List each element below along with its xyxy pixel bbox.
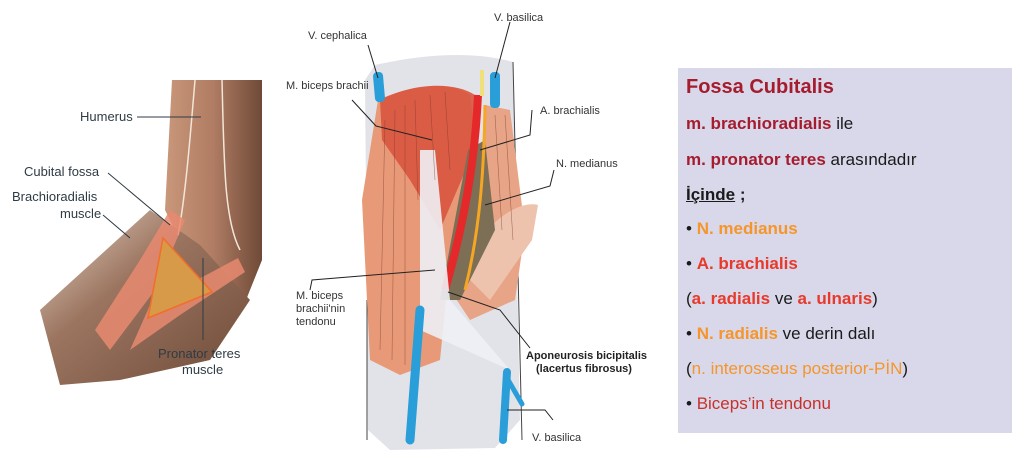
line2-rest: arasındadır: [825, 150, 917, 169]
paren-open: (: [686, 289, 692, 308]
dissection-drawing: [309, 21, 555, 450]
line3-rest: ;: [735, 185, 746, 204]
bullet: •: [686, 394, 697, 413]
label-aponeurosis-1: Aponeurosis bicipitalis: [526, 350, 648, 362]
pronator-teres-muscle: [130, 258, 245, 350]
list-item-a-brachialis: • A. brachialis: [686, 254, 798, 274]
arm-illustration: Humerus Cubital fossa Brachioradialis mu…: [0, 60, 265, 400]
label-cubital-fossa: Cubital fossa: [24, 164, 100, 179]
label-v-basilica-top: V. basilica: [494, 12, 544, 24]
label-m-biceps: M. biceps brachii: [286, 80, 369, 92]
brachioradialis-leader: [102, 214, 131, 239]
label-aponeurosis-2: (lacertus fibrosus): [536, 363, 632, 375]
label-a-brachialis: A. brachialis: [540, 105, 600, 117]
dissection-illustration: V. cephalica V. basilica M. biceps brach…: [270, 0, 670, 465]
v-cephalica-lower: [405, 305, 425, 445]
brachial-artery: [441, 94, 482, 292]
line-brachioradialis: m. brachioradialis ile: [686, 114, 853, 134]
v-basilica-vessel-bottom: [499, 368, 511, 444]
label-pronator-1: Pronator teres: [158, 346, 241, 361]
label-tendon-1: M. biceps: [296, 290, 344, 302]
item-n-medianus: N. medianus: [696, 219, 798, 238]
paren-close: ): [902, 359, 909, 378]
term-a-radialis: a. radialis: [691, 289, 771, 308]
panel-title: Fossa Cubitalis: [686, 76, 834, 98]
line1-rest: ile: [831, 114, 854, 133]
item-biceps-tendon: Biceps’in tendonu: [696, 394, 831, 413]
term-icinde: İçinde: [686, 185, 736, 204]
v-basilica-branch: [504, 375, 525, 407]
cutaneous-nerve: [480, 70, 484, 96]
term-a-ulnaris: a. ulnaris: [797, 289, 873, 308]
pronator-muscle: [460, 204, 538, 300]
leader-lines: [309, 21, 555, 421]
label-brachioradialis-2: muscle: [60, 206, 102, 221]
paren-close: ): [872, 289, 878, 308]
info-panel: Fossa Cubitalis m. brachioradialis ile m…: [678, 68, 1012, 433]
v-cephalica-vessel: [373, 71, 385, 103]
term-pronator-teres: m. pronator teres: [686, 150, 826, 169]
list-item-biceps-tendon: • Biceps’in tendonu: [686, 394, 831, 414]
label-n-medianus: N. medianus: [556, 158, 618, 170]
line-radialis-ulnaris: (a. radialis ve a. ulnaris): [686, 289, 878, 309]
arm-drawing: [40, 79, 262, 385]
v-basilica-vessel-top: [490, 72, 500, 108]
line-pronator-teres: m. pronator teres arasındadır: [686, 150, 917, 170]
muscle-striations: [379, 91, 514, 365]
label-v-basilica-bottom: V. basilica: [532, 432, 582, 444]
term-n-radialis: N. radialis: [696, 324, 778, 343]
conj-ve: ve: [770, 289, 798, 308]
label-pronator-2: muscle: [182, 362, 224, 377]
item3-rest: ve derin dalı: [777, 324, 876, 343]
label-v-cephalica: V. cephalica: [308, 30, 367, 42]
list-item-n-medianus: • N. medianus: [686, 219, 798, 239]
line-pin: (n. interosseus posterior-PİN): [686, 359, 908, 379]
term-brachioradialis: m. brachioradialis: [686, 114, 832, 133]
bullet: •: [686, 254, 697, 273]
bullet: •: [686, 219, 697, 238]
paren-open: (: [686, 359, 692, 378]
item-a-brachialis: A. brachialis: [696, 254, 798, 273]
label-humerus: Humerus: [80, 109, 133, 124]
cubital-fossa-leader: [107, 172, 171, 226]
line-icinde: İçinde ;: [686, 185, 746, 205]
humerus-outline-2: [221, 79, 241, 251]
list-item-n-radialis: • N. radialis ve derin dalı: [686, 324, 875, 344]
label-brachioradialis-1: Brachioradialis: [12, 189, 98, 204]
label-tendon-3: tendonu: [296, 316, 336, 328]
biceps-tendon: [420, 150, 510, 370]
label-tendon-2: brachii'nin: [296, 303, 346, 315]
cubital-fossa-triangle: [147, 236, 214, 320]
bullet: •: [686, 324, 697, 343]
median-nerve: [463, 104, 487, 291]
term-pin: n. interosseus posterior-PİN: [691, 359, 903, 378]
